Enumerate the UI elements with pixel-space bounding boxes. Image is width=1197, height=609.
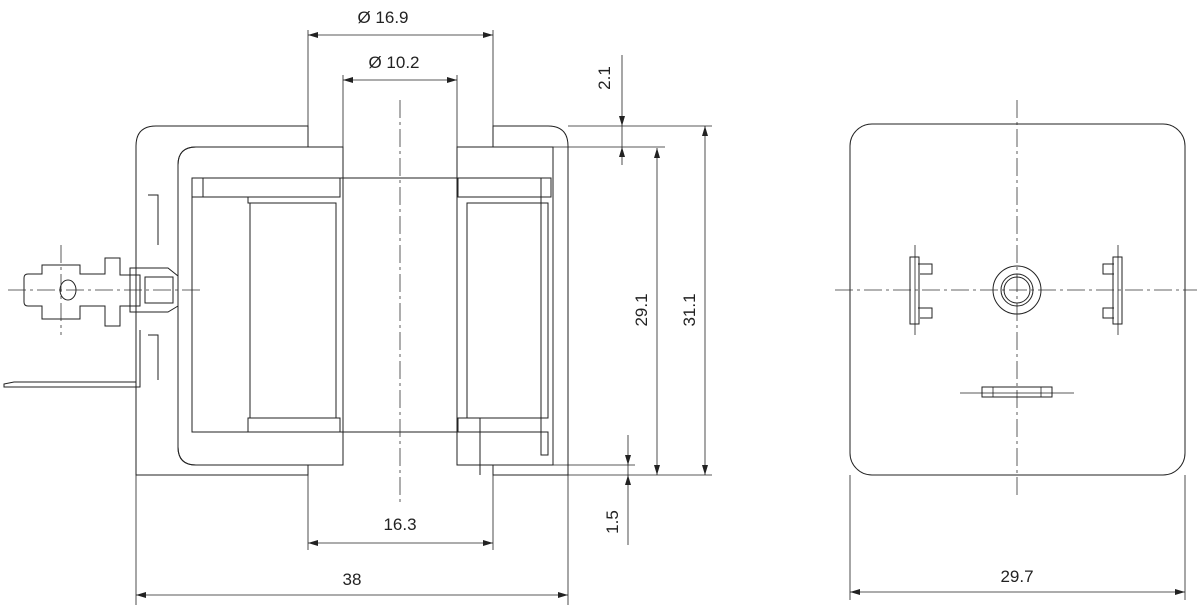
dim-end-width: 29.7 bbox=[1000, 567, 1033, 586]
dim-top-offset: 2.1 bbox=[595, 66, 614, 90]
section-view bbox=[3, 100, 569, 505]
terminal-right bbox=[1102, 245, 1123, 335]
bobbin-fill bbox=[191, 196, 251, 433]
dim-outer-diameter: Ø 16.9 bbox=[357, 8, 408, 27]
connector-terminal bbox=[3, 194, 200, 388]
dim-bottom-offset: 1.5 bbox=[603, 510, 622, 534]
end-view: 29.7 bbox=[835, 100, 1197, 600]
coil-winding-left bbox=[249, 202, 337, 419]
bobbin bbox=[202, 177, 552, 456]
coil-winding-right bbox=[466, 202, 549, 419]
center-bushing bbox=[992, 265, 1042, 315]
dim-inner-height: 29.1 bbox=[632, 293, 651, 326]
ground-tab-slot bbox=[960, 386, 1074, 398]
magnetic-frame bbox=[177, 146, 554, 466]
end-face bbox=[849, 123, 1186, 476]
dim-overall-width: 38 bbox=[343, 570, 362, 589]
dimensions-section: Ø 16.9 Ø 10.2 2.1 29.1 31.1 1.5 16.3 38 bbox=[135, 8, 712, 605]
dim-inner-diameter: Ø 10.2 bbox=[368, 53, 419, 72]
terminal-bushing bbox=[129, 267, 179, 313]
dim-bottom-width: 16.3 bbox=[383, 515, 416, 534]
dim-overall-height: 31.1 bbox=[680, 293, 699, 326]
terminal-left bbox=[909, 245, 933, 335]
ground-tab bbox=[3, 381, 137, 388]
